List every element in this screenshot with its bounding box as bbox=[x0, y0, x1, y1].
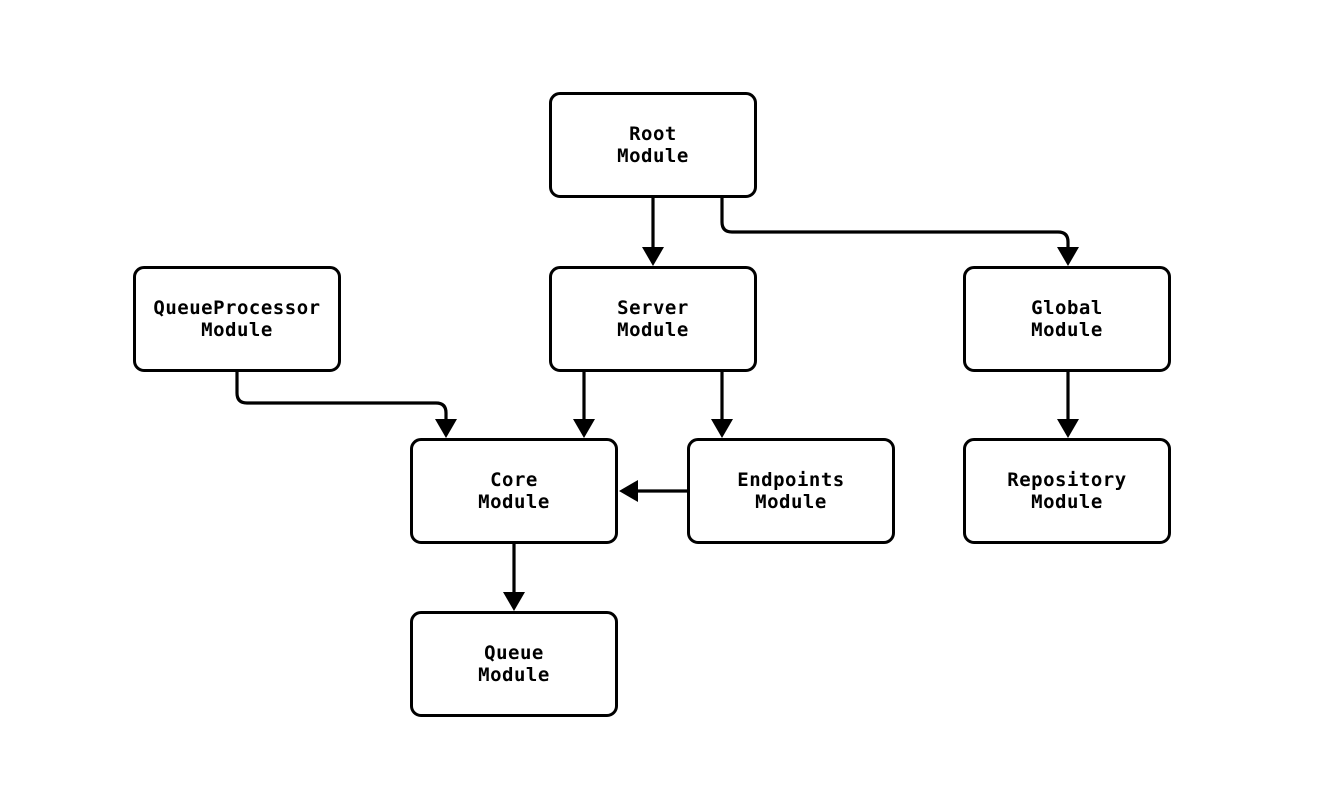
node-queueprocessor-module-label: QueueProcessor Module bbox=[153, 297, 321, 341]
node-global-module: Global Module bbox=[963, 266, 1171, 372]
node-repository-module-label: Repository Module bbox=[1007, 469, 1127, 513]
node-queue-module: Queue Module bbox=[410, 611, 618, 717]
edge-root-global bbox=[720, 198, 1079, 266]
edge-global-repository bbox=[1057, 372, 1079, 438]
node-repository-module: Repository Module bbox=[963, 438, 1171, 544]
node-server-module: Server Module bbox=[549, 266, 757, 372]
node-global-module-label: Global Module bbox=[1031, 297, 1103, 341]
node-core-module: Core Module bbox=[410, 438, 618, 544]
edge-server-endpoints bbox=[711, 372, 733, 438]
node-root-module: Root Module bbox=[549, 92, 757, 198]
node-queue-module-label: Queue Module bbox=[478, 642, 550, 686]
node-endpoints-module-label: Endpoints Module bbox=[737, 469, 845, 513]
edge-endpoints-core bbox=[619, 480, 687, 502]
node-server-module-label: Server Module bbox=[617, 297, 689, 341]
node-endpoints-module: Endpoints Module bbox=[687, 438, 895, 544]
node-root-module-label: Root Module bbox=[617, 123, 689, 167]
edge-core-queue bbox=[503, 544, 525, 611]
node-core-module-label: Core Module bbox=[478, 469, 550, 513]
edge-queueprocessor-core bbox=[235, 372, 457, 438]
edge-server-core bbox=[573, 372, 595, 438]
edge-root-server bbox=[642, 198, 664, 266]
node-queueprocessor-module: QueueProcessor Module bbox=[133, 266, 341, 372]
